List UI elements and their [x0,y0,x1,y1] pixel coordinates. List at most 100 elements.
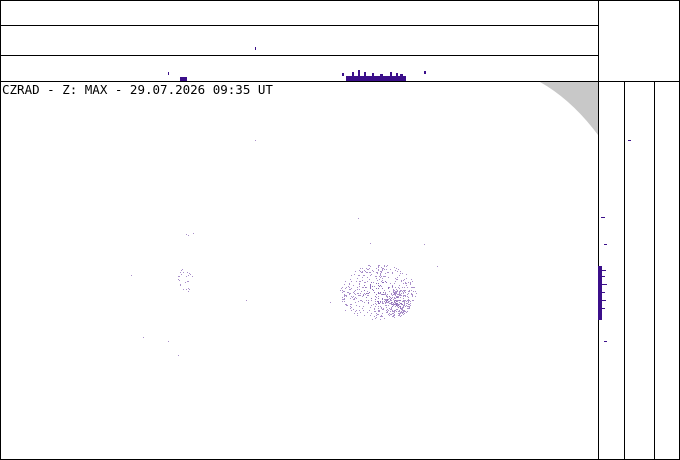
echo-pixel [344,299,345,300]
echo-pixel [395,300,396,301]
echo-pixel [344,291,345,292]
echo-pixel [391,302,392,303]
echo-pixel [404,279,405,280]
echo-pixel [357,293,358,294]
echo-pixel [384,266,385,267]
echo-pixel [390,297,391,298]
echo-pixel [381,281,382,282]
echo-pixel [393,291,394,292]
echo-pixel [374,316,375,317]
echo-pixel [392,273,393,274]
echo-pixel [389,303,390,304]
echo-pixel [370,266,371,267]
echo-pixel [376,297,377,298]
echo-pixel [394,290,395,291]
echo-pixel [393,294,394,295]
echo-pixel [354,299,355,300]
echo-pixel [391,308,392,309]
echo-pixel [179,276,180,277]
echo-pixel [381,276,382,277]
echo-pixel [377,273,378,274]
echo-pixel [378,292,379,293]
echo-pixel [400,306,401,307]
echo-pixel [384,294,385,295]
echo-pixel [340,290,341,291]
echo-pixel [356,305,357,306]
echo-pixel [351,307,352,308]
echo-pixel [390,283,391,284]
echo-pixel [386,310,387,311]
echo-pixel [390,314,391,315]
echo-pixel [367,272,368,273]
echo-pixel [389,301,390,302]
echo-pixel [376,278,377,279]
echo-pixel [395,298,396,299]
echo-pixel [370,307,371,308]
echo-pixel [366,300,367,301]
echo-pixel [363,287,364,288]
echo-pixel [376,288,377,289]
echo-pixel [378,285,379,286]
echo-pixel [409,300,410,301]
echo-pixel [405,283,406,284]
echo-pixel [361,272,362,273]
echo-pixel [365,287,366,288]
echo-pixel [363,295,364,296]
echo-pixel [408,282,409,283]
echo-pixel [398,287,399,288]
echo-pixel [365,294,366,295]
echo-pixel [389,298,390,299]
echo-pixel [355,294,356,295]
echo-pixel [411,279,412,280]
echo-pixel [378,283,379,284]
echo-pixel [380,302,381,303]
echo-pixel [394,297,395,298]
echo-pixel [372,286,373,287]
echo-pixel [391,309,392,310]
echo-pixel [408,291,409,292]
echo-pixel [410,283,411,284]
echo-pixel [368,293,369,294]
echo-pixel [351,296,352,297]
echo-pixel [378,302,379,303]
echo-pixel [376,313,377,314]
echo-pixel [413,287,414,288]
echo-pixel [379,303,380,304]
echo-pixel [397,300,398,301]
echo-pixel [189,289,190,290]
echo-pixel [395,295,396,296]
right-profile-echoes [598,140,631,342]
echo-pixel [392,316,393,317]
echo-pixel [180,284,181,285]
echo-pixel [396,289,397,290]
echo-pixel [349,287,350,288]
echo-pixel [384,276,385,277]
echo-pixel [405,292,406,293]
echo-pixel [366,293,367,294]
echo-pixel [367,295,368,296]
echo-pixel [376,276,377,277]
echo-pixel [395,292,396,293]
echo-pixel [330,302,331,303]
echo-pixel [376,268,377,269]
echo-pixel [381,294,382,295]
echo-pixel [366,268,367,269]
echo-pixel [383,282,384,283]
echo-pixel [402,287,403,288]
echo-pixel [393,303,394,304]
echo-pixel [346,304,347,305]
echo-pixel [395,291,396,292]
echo-pixel [358,275,359,276]
echo-pixel [350,308,351,309]
echo-pixel [342,297,343,298]
echo-pixel [375,303,376,304]
echo-pixel [388,299,389,300]
echo-pixel [387,300,388,301]
echo-pixel [369,310,370,311]
echo-pixel [351,288,352,289]
echo-pixel [377,280,378,281]
echo-pixel [381,267,382,268]
echo-pixel [412,296,413,297]
echo-pixel [178,355,179,356]
echo-pixel [380,274,381,275]
